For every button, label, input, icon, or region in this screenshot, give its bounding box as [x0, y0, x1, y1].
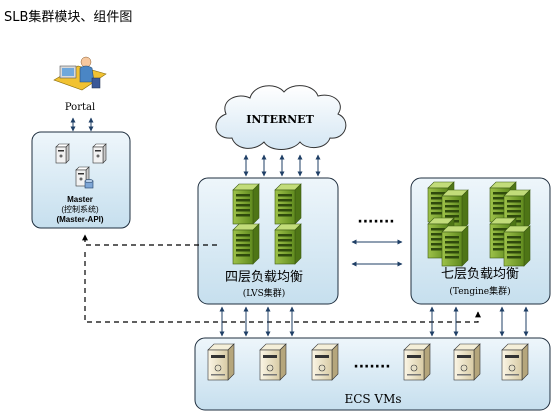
ecs-ellipsis: ······· — [353, 359, 390, 375]
ecs-server-icon — [207, 343, 235, 381]
portal-label: Portal — [65, 102, 95, 113]
internet-label: INTERNET — [246, 113, 314, 126]
l7-sublabel: (Tengine集群) — [449, 285, 510, 297]
l7-label: 七层负载均衡 — [441, 267, 519, 282]
servers-ellipsis: ······· — [357, 214, 394, 230]
tengine-server-icon — [441, 225, 469, 267]
master-control-connections — [82, 234, 481, 323]
page-title: SLB集群模块、组件图 — [4, 10, 133, 25]
lvs-server-icon — [232, 183, 260, 225]
ecs-server-icon — [311, 343, 339, 381]
portal-user-icon — [53, 56, 107, 91]
lvs-server-icon — [232, 223, 260, 265]
lb-ecs-arrows — [219, 306, 529, 337]
master-server-icon — [92, 143, 107, 164]
ecs-server-icon — [453, 343, 481, 381]
master-name: Master — [67, 195, 93, 204]
tengine-server-icon — [503, 225, 531, 267]
portal-master-arrows — [70, 117, 94, 132]
l4-l7-arrows — [351, 239, 403, 267]
ecs-server-icon — [259, 343, 287, 381]
internet-cloud — [215, 85, 347, 150]
ecs-server-icon — [501, 343, 529, 381]
database-icon — [84, 179, 94, 189]
master-api-label: (Master-API) — [56, 215, 103, 224]
l4-label: 四层负载均衡 — [225, 270, 303, 285]
lvs-server-icon — [274, 183, 302, 225]
master-subtitle: (控制系统) — [61, 204, 99, 214]
master-server-icon — [55, 143, 70, 164]
internet-l4-arrows — [243, 154, 321, 177]
ecs-server-icon — [403, 343, 431, 381]
l4-load-balancer-box — [197, 177, 339, 305]
lvs-server-icon — [274, 223, 302, 265]
ecs-label: ECS VMs — [344, 392, 401, 406]
l4-sublabel: (LVS集群) — [243, 287, 286, 299]
